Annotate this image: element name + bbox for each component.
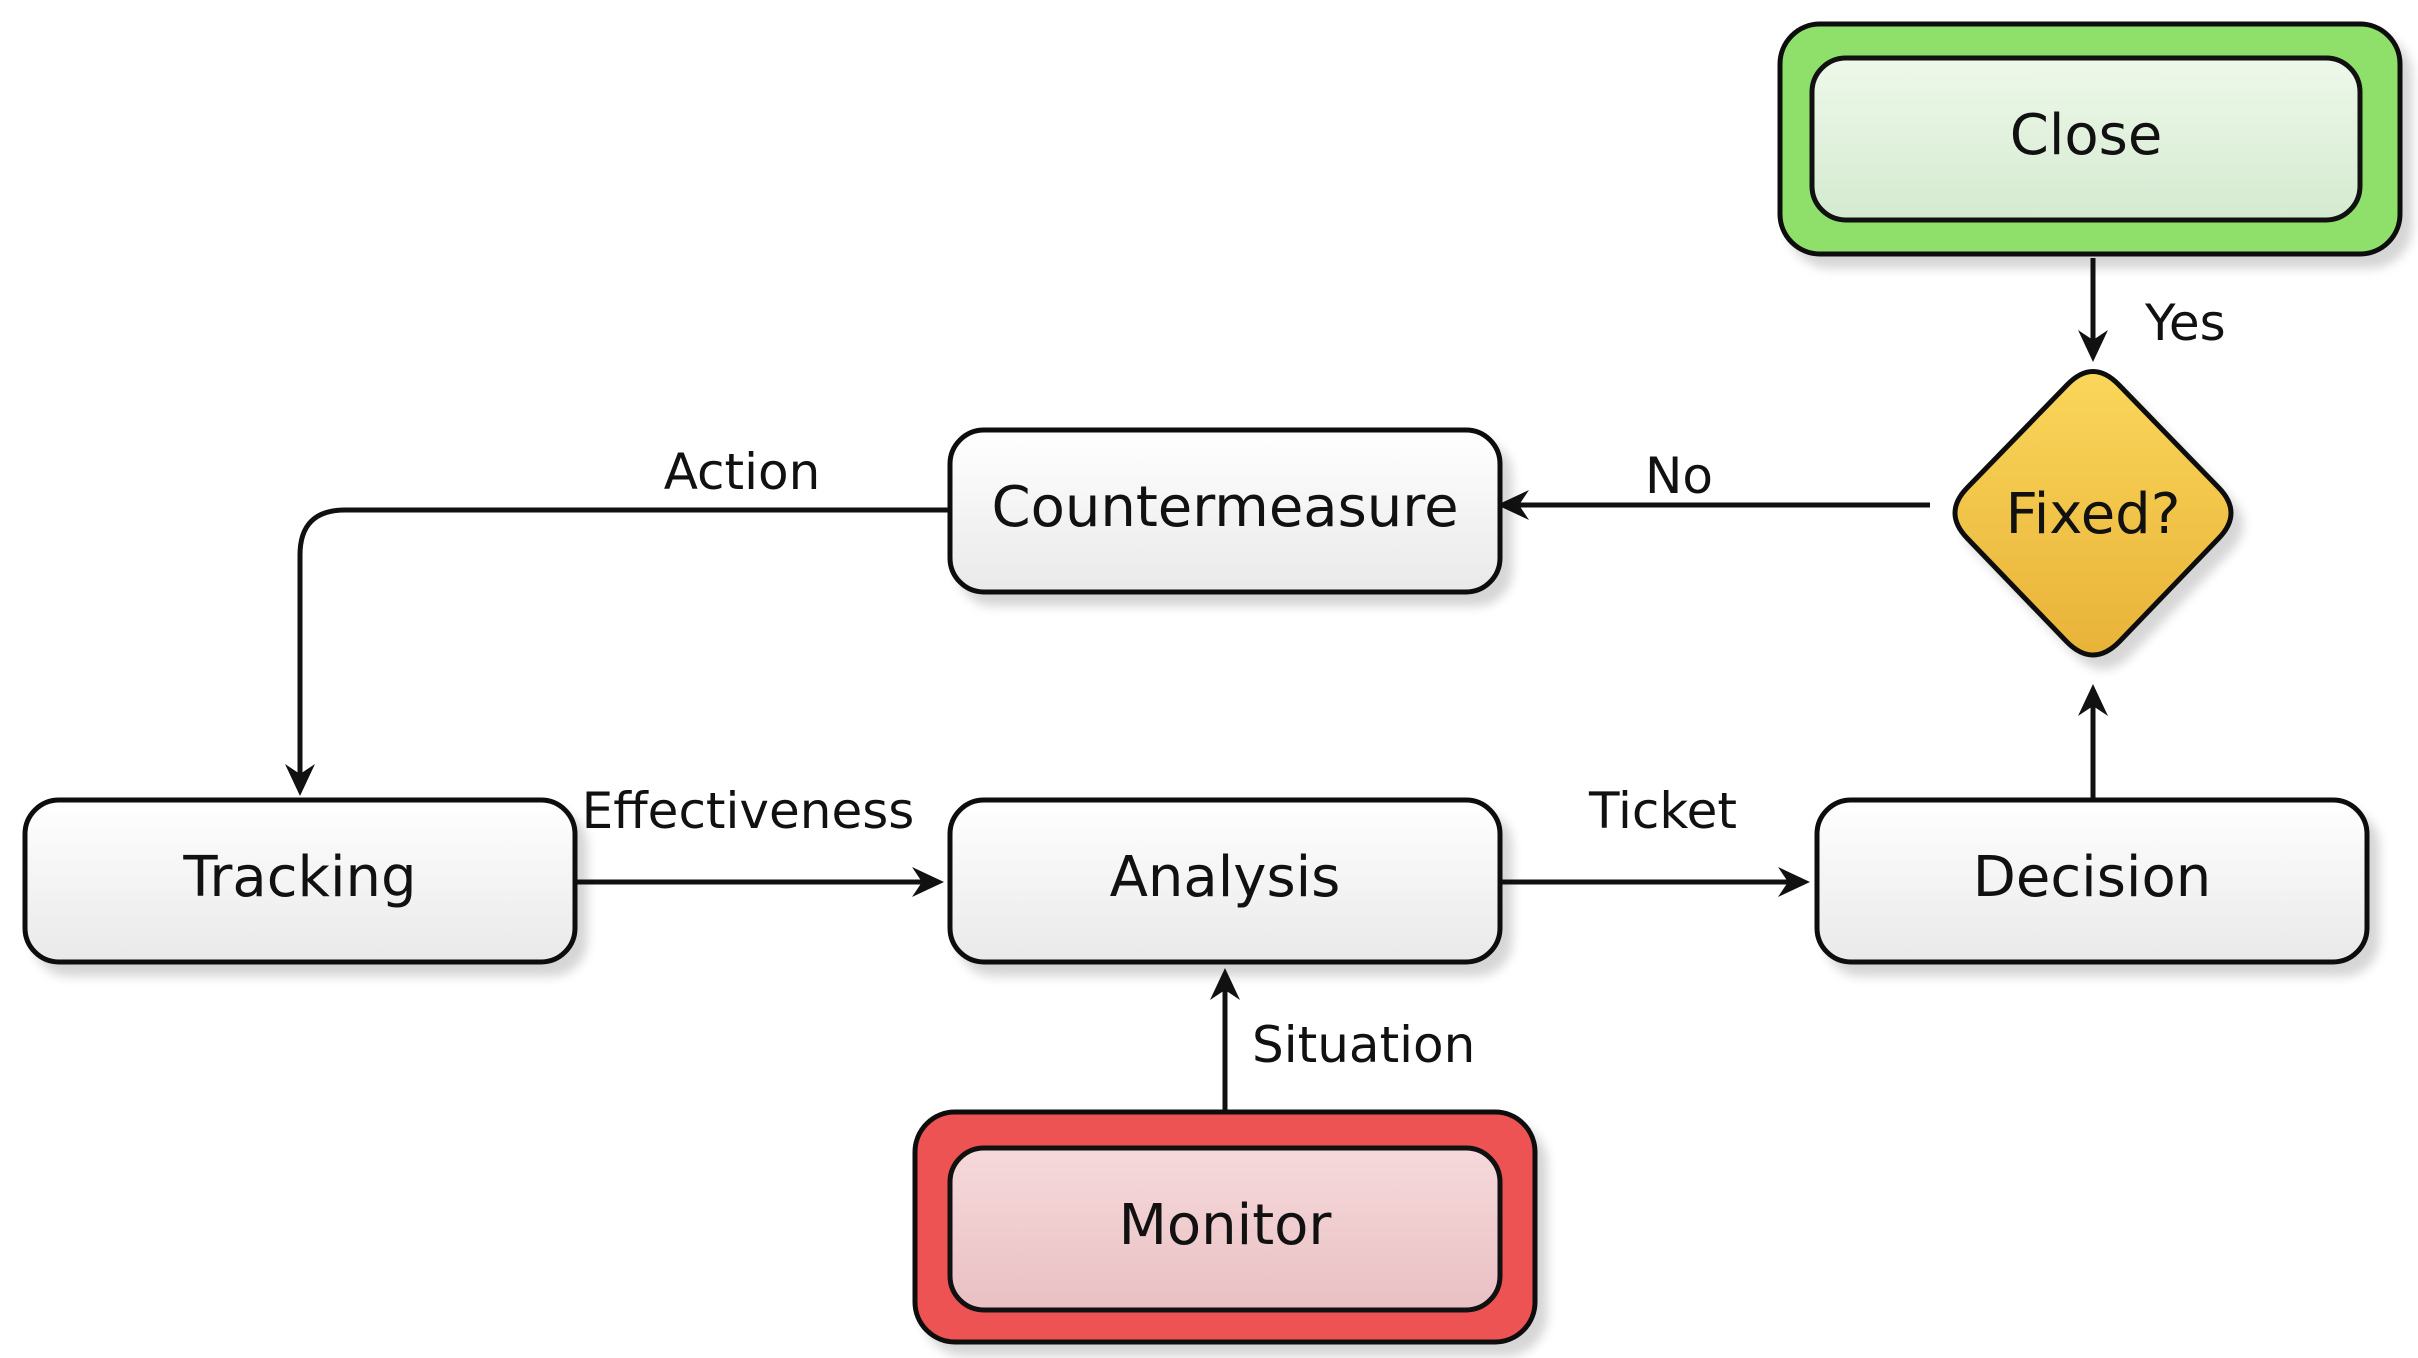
node-decision[interactable]: Decision xyxy=(1814,797,2370,965)
node-close-label: Close xyxy=(2010,103,2163,168)
arrowhead-decision-to-fixed xyxy=(2078,684,2108,716)
edge-label-yes: Yes xyxy=(2144,294,2226,352)
arrowhead-tracking-to-analysis xyxy=(912,867,944,897)
edge-label-situation: Situation xyxy=(1252,1016,1475,1074)
arrowhead-close-to-fixed xyxy=(2078,330,2108,362)
arrowhead-fixed-to-countermeasure xyxy=(1497,490,1529,520)
node-fixed-diamond xyxy=(1952,369,2234,658)
node-countermeasure-box xyxy=(947,427,1503,595)
node-tracking[interactable]: Tracking xyxy=(22,797,578,965)
arrowhead-monitor-to-analysis xyxy=(1210,968,1240,1000)
node-countermeasure-label: Countermeasure xyxy=(991,475,1458,540)
edges xyxy=(285,258,2108,1112)
node-tracking-box xyxy=(22,797,578,965)
node-monitor-inner xyxy=(947,1145,1503,1313)
edge-countermeasure-to-tracking xyxy=(297,507,950,788)
edge-label-action: Action xyxy=(664,443,821,501)
node-fixed[interactable]: Fixed? xyxy=(1952,369,2234,658)
node-countermeasure[interactable]: Countermeasure xyxy=(947,427,1503,595)
edge-label-ticket: Ticket xyxy=(1588,782,1737,840)
node-fixed-label: Fixed? xyxy=(2006,482,2181,547)
node-decision-box xyxy=(1814,797,2370,965)
node-close[interactable]: Close xyxy=(1777,21,2403,257)
node-close-inner xyxy=(1809,55,2363,223)
node-monitor[interactable]: Monitor xyxy=(912,1109,1538,1345)
node-decision-label: Decision xyxy=(1973,845,2211,910)
node-tracking-label: Tracking xyxy=(182,845,416,910)
edge-label-effectiveness: Effectiveness xyxy=(582,782,915,840)
edge-label-no: No xyxy=(1645,447,1713,505)
node-analysis-label: Analysis xyxy=(1110,845,1341,910)
node-monitor-label: Monitor xyxy=(1119,1193,1333,1258)
edge-labels: Yes No Action Effectiveness Ticket Situa… xyxy=(582,294,2226,1074)
arrowhead-countermeasure-to-tracking xyxy=(285,764,315,796)
node-analysis-box xyxy=(947,797,1503,965)
node-analysis[interactable]: Analysis xyxy=(947,797,1503,965)
arrowhead-analysis-to-decision xyxy=(1778,867,1810,897)
